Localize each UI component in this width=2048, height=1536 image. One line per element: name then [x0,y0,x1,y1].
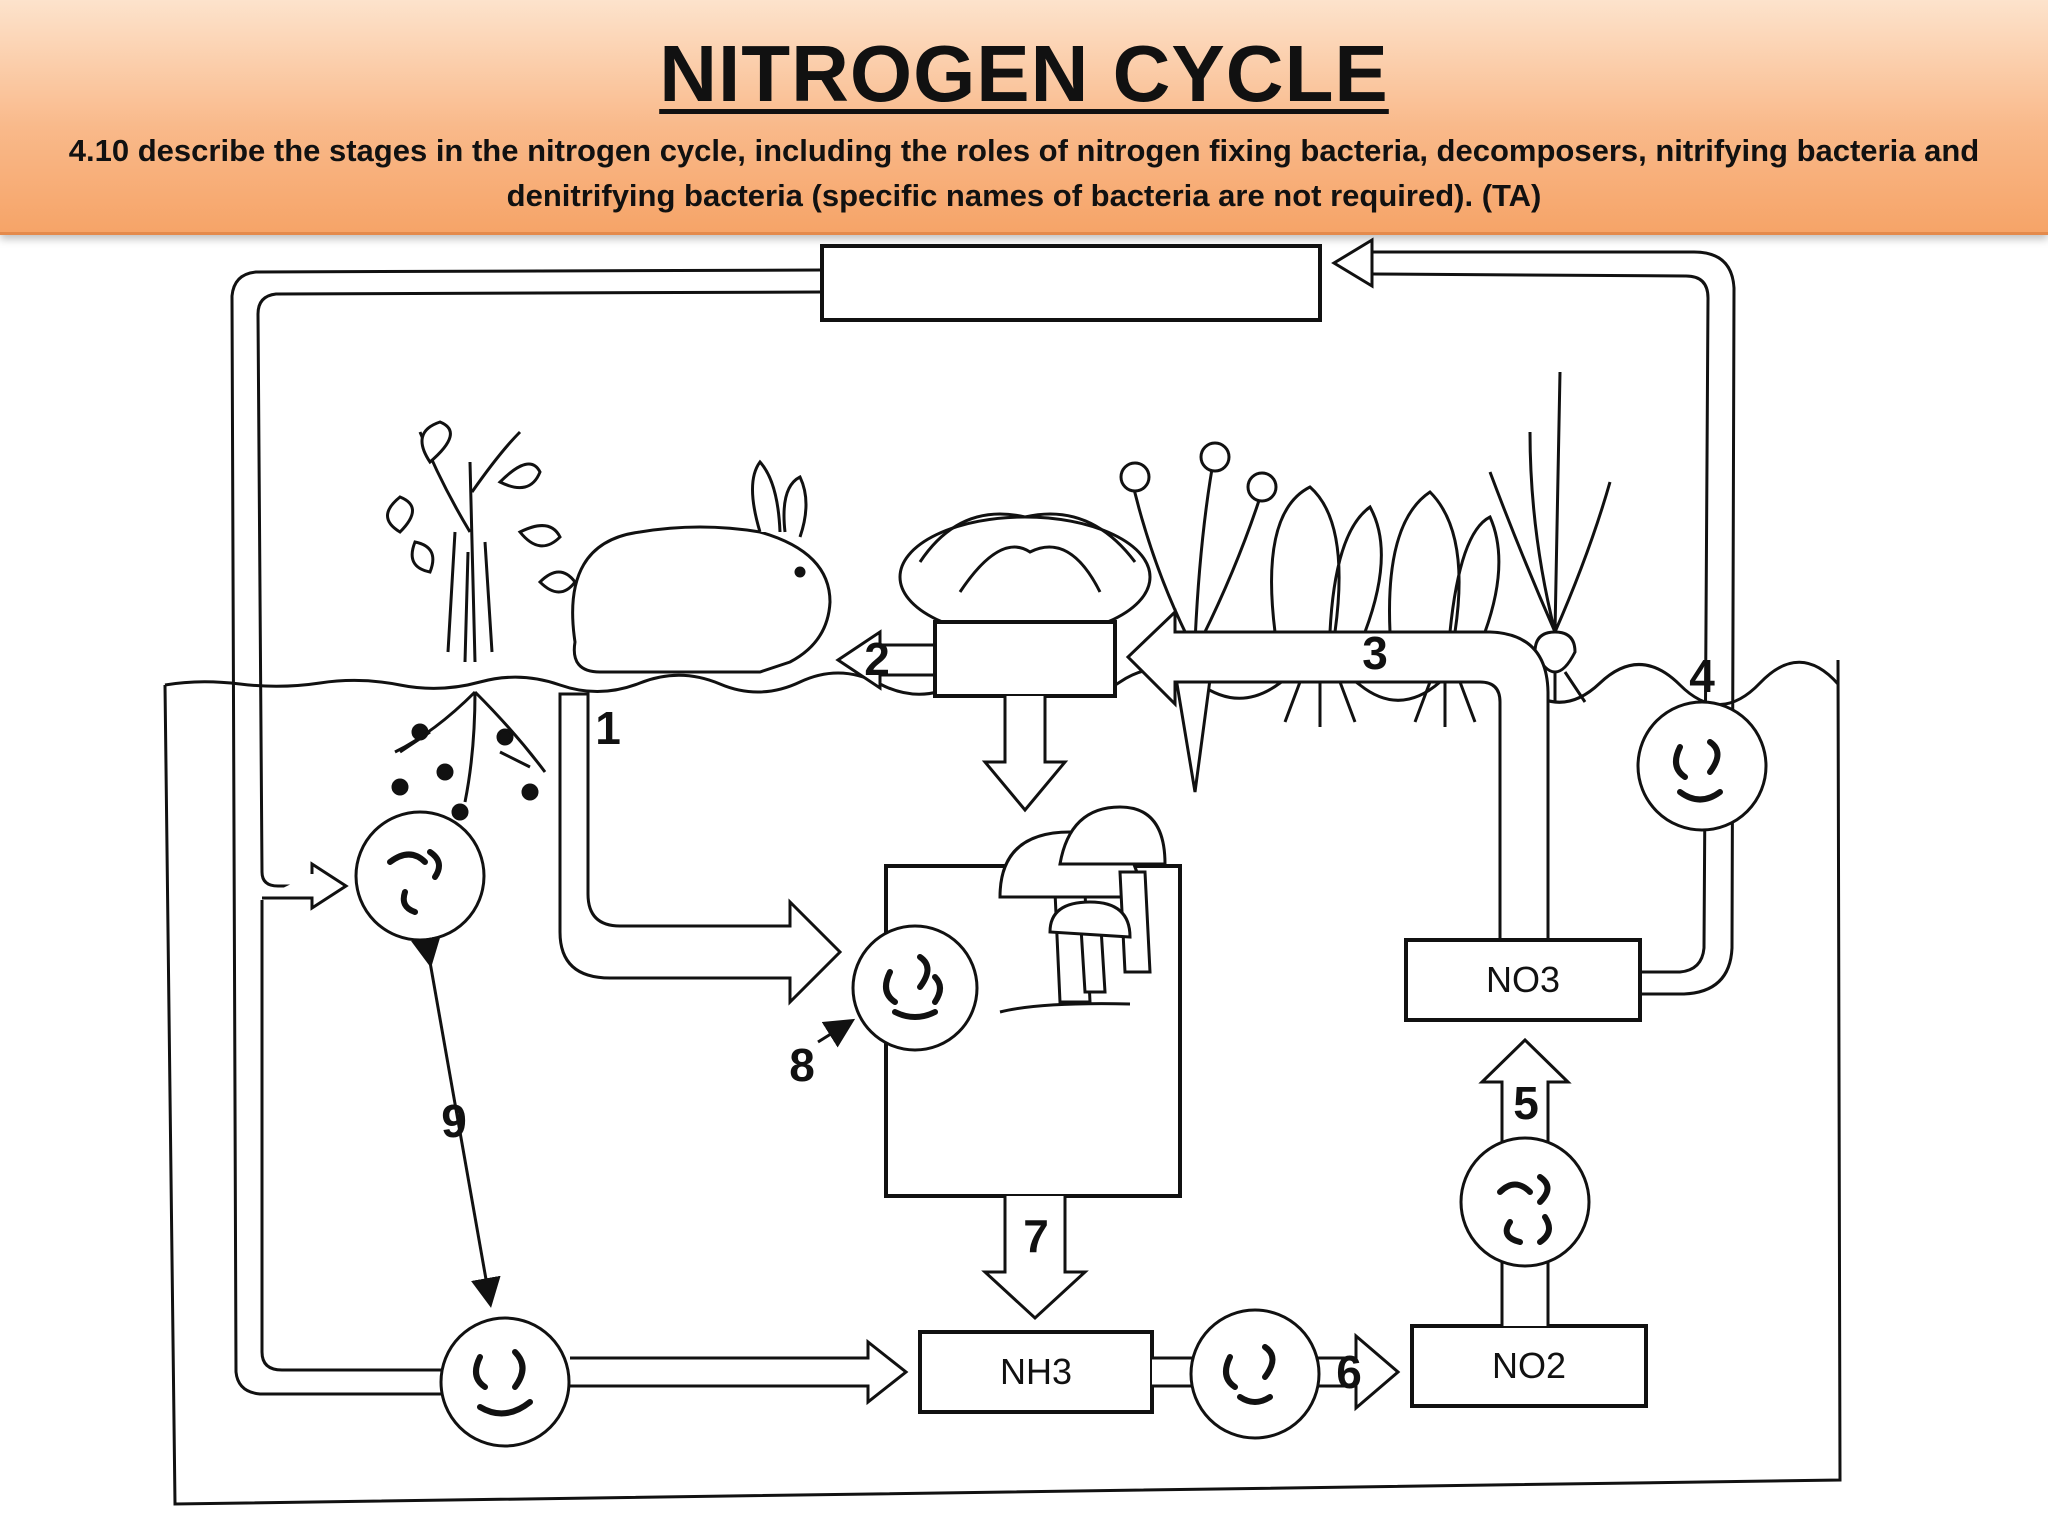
cabbage-icon [898,512,1152,639]
stage-number-6: 6 [1336,1346,1362,1398]
arrow-3 [1125,608,1550,944]
bean-plant-icon [386,420,577,821]
decay-arrow [981,696,1069,813]
denitrification-loop [1371,250,1736,996]
arrow-2 [835,629,937,691]
header-banner: NITROGEN CYCLE 4.10 describe the stages … [0,0,2048,235]
nh3-label: NH3 [1000,1351,1072,1392]
stage-number-1: 1 [595,702,621,754]
stage-number-5: 5 [1513,1077,1539,1129]
no2-label: NO2 [1492,1345,1566,1386]
arrow-9 [411,935,501,1308]
plant-protein-box [933,620,1117,698]
carrot-icon [1119,441,1278,793]
atmosphere-left-arrow [230,268,823,1396]
no2-box [1410,1324,1648,1408]
atmosphere-box [820,244,1322,322]
fixing-to-nh3-arrow [570,1338,909,1406]
stage-number-9: 9 [441,1095,467,1147]
page-subtitle: 4.10 describe the stages in the nitrogen… [68,133,1980,213]
bacteria-icon [851,924,979,1052]
stage-number-3: 3 [1362,627,1388,679]
arrow-7 [981,1196,1089,1321]
stage-number-4: 4 [1689,650,1715,702]
denitrification-arrow-head [1331,237,1374,289]
spinach-icon [1270,485,1383,727]
stage-number-2: 2 [864,633,890,685]
no3-box [1404,938,1642,1022]
arrow-8 [817,1018,856,1048]
stage-number-7: 7 [1023,1210,1049,1262]
bacteria-icon [1459,1136,1591,1268]
bacteria-icon [1189,1308,1321,1440]
bacteria-icon [439,1316,571,1448]
page-title: NITROGEN CYCLE [659,29,1389,118]
no3-label: NO3 [1486,959,1560,1000]
bacteria-icon [354,810,486,942]
stage-number-8: 8 [789,1039,815,1091]
arrow-1 [558,692,843,1006]
soil-box [163,659,1842,1506]
fixing-arrow-head [262,861,349,911]
rabbit-icon [571,459,832,674]
nitrogen-cycle-diagram: NH3 NO2 NO3 1 2 3 4 5 6 7 8 [163,237,1842,1506]
bacteria-icon [1636,700,1768,832]
mushroom-icon [998,805,1167,1014]
lettuce-icon [1388,490,1501,727]
